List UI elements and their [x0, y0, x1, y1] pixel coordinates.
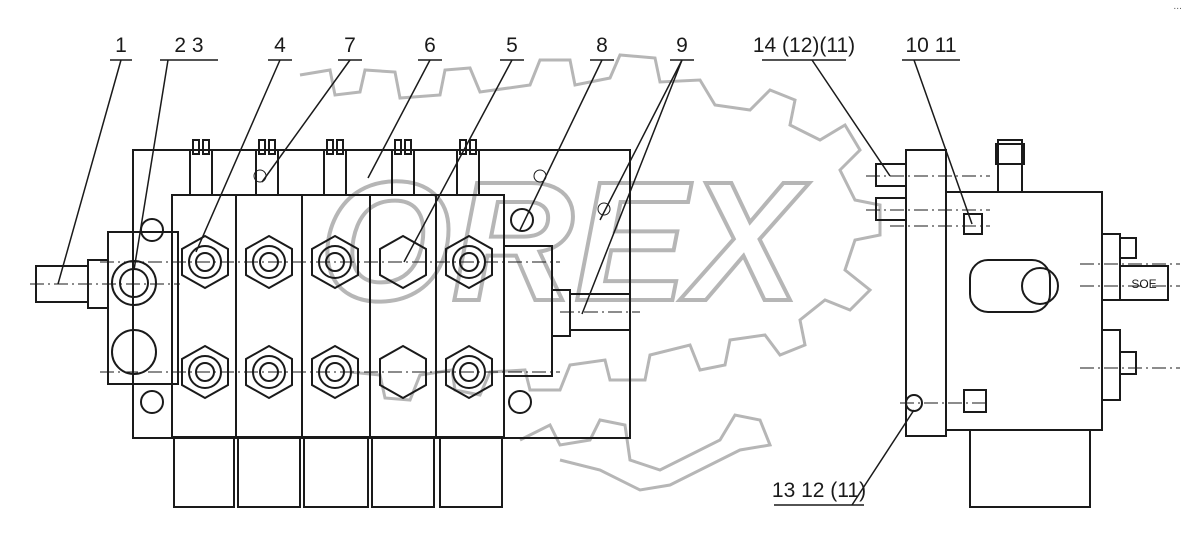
side-bolt [963, 213, 983, 235]
side-bolt [963, 389, 987, 413]
side-fitting-lower [1101, 329, 1121, 401]
valve-section-2 [235, 139, 303, 508]
inlet-cover [107, 231, 179, 385]
side-top-fitting [997, 139, 1023, 193]
callout-1: 1 [115, 34, 127, 57]
watermark-gear-lower [519, 413, 773, 492]
corner-mark: ... [1173, 2, 1182, 12]
plate-bolt [510, 208, 534, 232]
side-bolt [875, 197, 907, 221]
side-spool-housing [969, 259, 1051, 313]
callout-labels: 1 2 3 4 7 6 5 8 9 14 (12)(11) 10 11 13 1… [115, 34, 956, 502]
watermark-text: OREX [319, 147, 809, 337]
side-bolt [875, 163, 907, 187]
side-fitting-upper [1101, 233, 1121, 301]
valve-block-front-view [30, 139, 640, 508]
valve-section-1 [171, 139, 237, 508]
inlet-plug-lower [111, 329, 157, 375]
side-plug [1119, 265, 1169, 301]
callout-13-12-11: 13 12 (11) [772, 479, 866, 502]
valve-block-side-view: SOE [866, 139, 1180, 508]
inlet-plug-upper [111, 260, 157, 306]
valve-section-3 [301, 139, 371, 508]
callout-5: 5 [506, 34, 518, 57]
watermark: OREX [299, 53, 882, 492]
callout-10-11: 10 11 [906, 34, 957, 57]
side-plug-label: SOE [1131, 277, 1156, 291]
plate-bolt [140, 390, 164, 414]
callout-8: 8 [596, 34, 608, 57]
callout-9: 9 [676, 34, 688, 57]
side-plate [905, 149, 947, 437]
callout-6: 6 [424, 34, 436, 57]
leader-lines [57, 59, 973, 506]
callout-14-12-11: 14 (12)(11) [753, 34, 855, 57]
callout-4: 4 [274, 34, 286, 57]
callout-7: 7 [344, 34, 356, 57]
plate-bolt [140, 218, 164, 242]
plate-bolt [508, 390, 532, 414]
callout-2-3: 2 3 [174, 34, 203, 57]
side-body-bottom [969, 429, 1091, 508]
